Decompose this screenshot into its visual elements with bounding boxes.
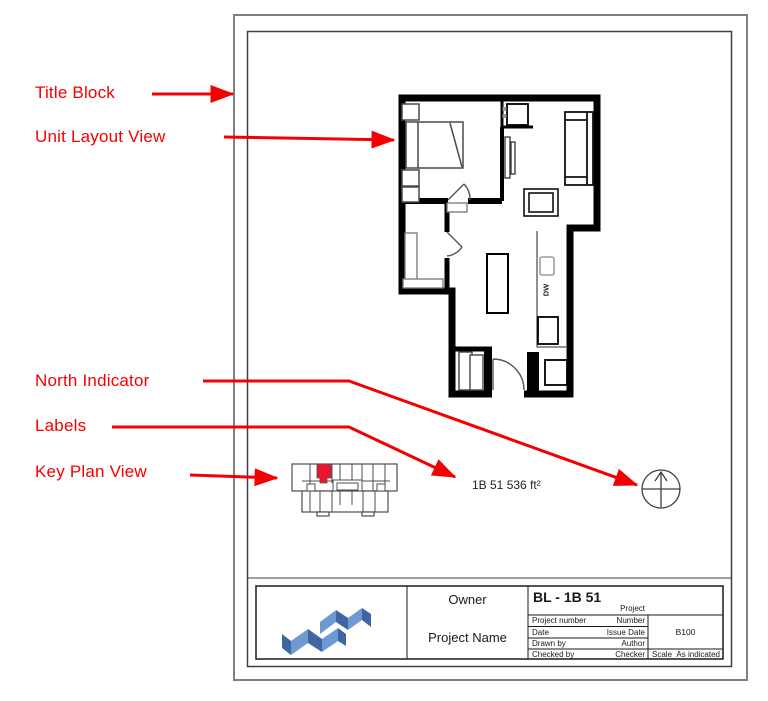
project-number-value-overflow: Project	[620, 604, 645, 613]
annotation-arrows	[112, 85, 639, 487]
annotation-labels: Labels	[35, 416, 87, 435]
scale-label: Scale	[652, 650, 673, 659]
drawn-by-label: Drawn by	[532, 639, 566, 648]
bathroom-fixtures	[402, 202, 468, 289]
tv	[504, 136, 516, 179]
bed	[401, 103, 464, 203]
north-indicator-symbol	[641, 469, 681, 509]
unit-layout-floor-plan	[398, 94, 601, 398]
project-number-value: Number	[616, 616, 645, 625]
annotation-key-plan-view: Key Plan View	[35, 462, 147, 481]
labels-arrow	[112, 425, 457, 479]
key-plan-view	[291, 463, 398, 517]
sheet-number: B100	[675, 627, 696, 637]
armchair	[523, 188, 559, 217]
owner-field: Owner	[448, 592, 487, 607]
annotation-unit-layout-view: Unit Layout View	[35, 127, 166, 146]
unit-area-label: 1B 51 536 ft²	[472, 478, 541, 492]
entry-closet	[458, 351, 484, 391]
north-indicator-arrow	[203, 379, 639, 487]
annotation-north-indicator: North Indicator	[35, 371, 150, 390]
kitchen	[486, 231, 568, 386]
project-number-label: Project number	[532, 616, 587, 625]
highlighted-unit	[316, 463, 332, 484]
company-logo	[282, 608, 371, 655]
north-arrow-icon	[654, 470, 668, 482]
washer-dryer	[506, 103, 529, 126]
sheet-title: BL - 1B 51	[533, 589, 602, 605]
date-value: Issue Date	[606, 628, 645, 637]
unit-layout-arrow	[223, 130, 396, 149]
dishwasher-label: DW	[541, 283, 551, 297]
sofa	[564, 111, 594, 186]
drawn-by-value: Author	[621, 639, 645, 648]
annotation-title-block: Title Block	[35, 83, 115, 102]
doors	[446, 183, 525, 391]
checked-by-value: Checker	[615, 650, 645, 659]
date-label: Date	[532, 628, 549, 637]
checked-by-label: Checked by	[532, 650, 575, 659]
scale-value: As indicated	[676, 650, 720, 659]
key-plan-arrow	[189, 468, 279, 487]
project-name-field: Project Name	[428, 630, 507, 645]
